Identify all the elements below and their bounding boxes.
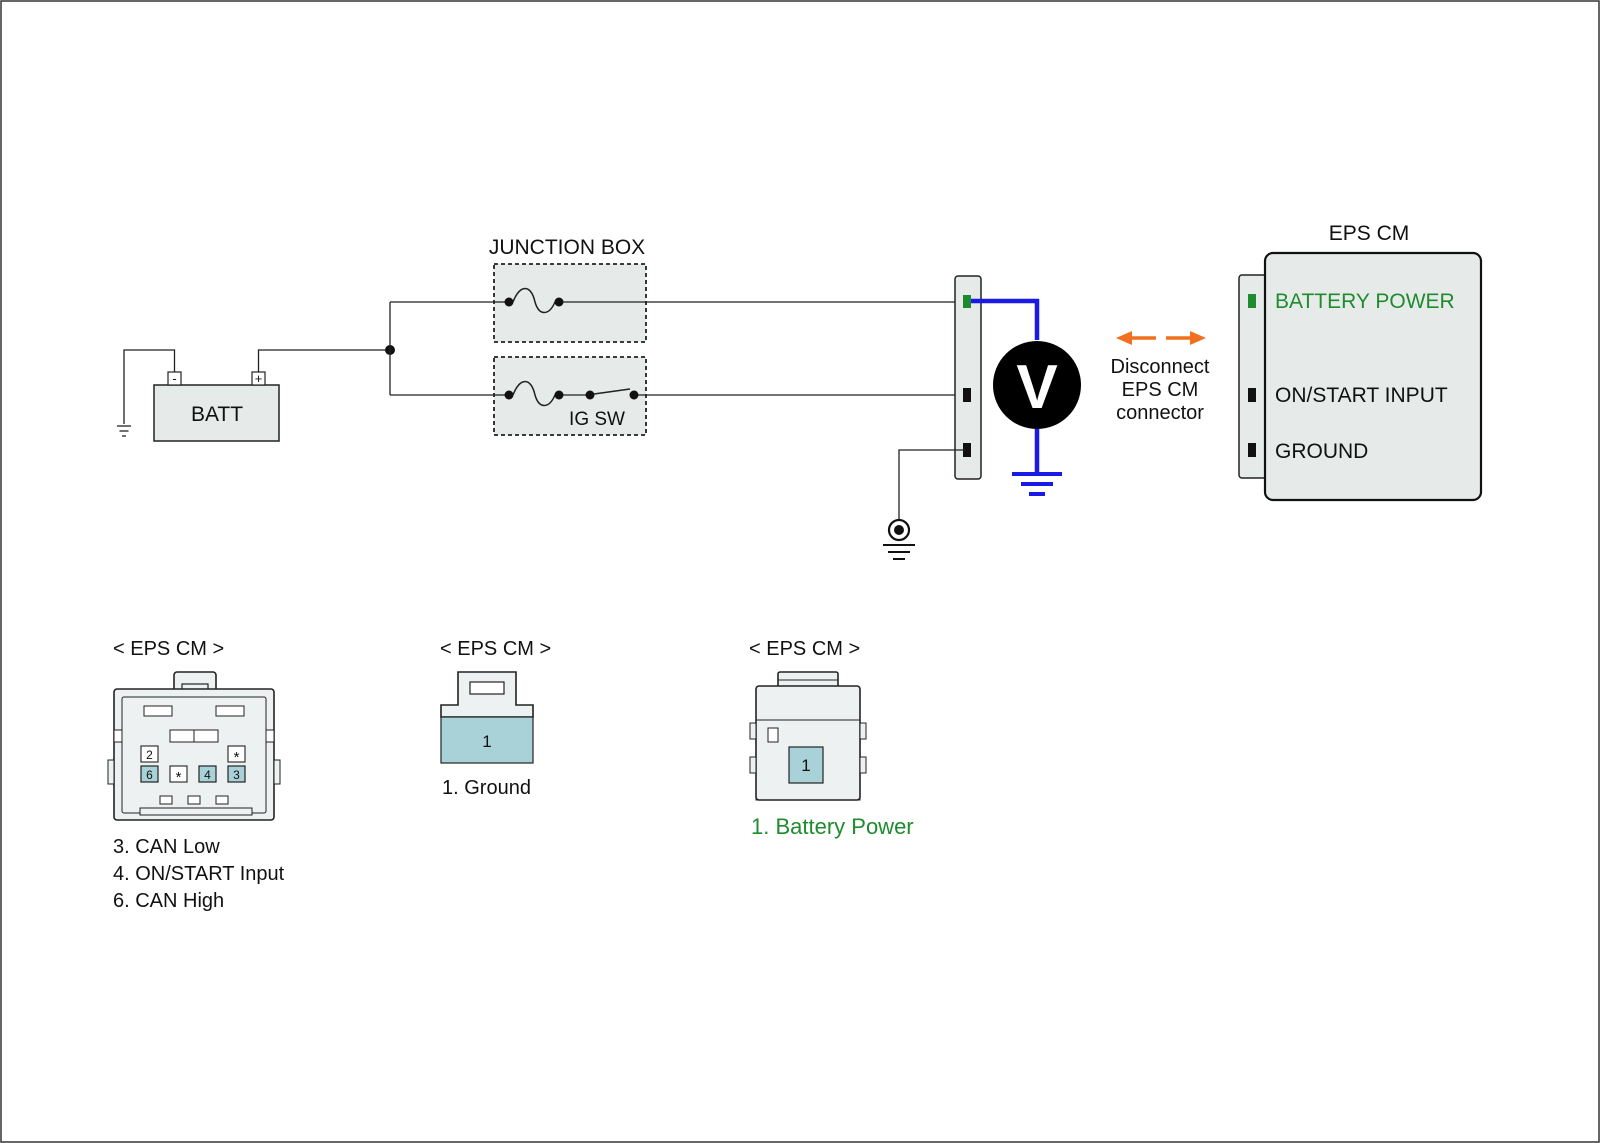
- pin-cavity: [140, 765, 159, 783]
- on-start-pin: [963, 388, 971, 402]
- connector-ground-face: 1: [440, 671, 534, 764]
- chassis-ground-icon: [117, 425, 131, 437]
- eps-cm-module: [1263, 251, 1483, 502]
- pin-cavity: [198, 765, 217, 783]
- connector-main-legend-2: 4. ON/START Input: [113, 863, 285, 885]
- connector-ground-legend: 1. Ground: [442, 777, 531, 799]
- module-ground-pin: [1248, 443, 1256, 457]
- pin-cavity: [788, 746, 824, 784]
- pin-cavity: [140, 745, 159, 763]
- ground-wire: [898, 449, 965, 523]
- battery-positive-wire: [257, 349, 390, 372]
- battery-negative-sign: -: [172, 371, 176, 386]
- module-battery-power-label: BATTERY POWER: [1275, 290, 1455, 313]
- connector-main-legend-3: 6. CAN High: [113, 890, 224, 912]
- body-ground-icon: [883, 518, 915, 560]
- ground-pin: [963, 443, 971, 457]
- fuse-icon: [494, 380, 564, 407]
- voltmeter-positive-lead: [971, 298, 1040, 340]
- harness-connector: [954, 275, 982, 480]
- pin-cavity: [169, 765, 188, 783]
- pin-number: 1: [801, 756, 810, 775]
- pin-number: *: [234, 749, 240, 766]
- connector-main-legend-1: 3. CAN Low: [113, 836, 220, 858]
- battery-ground-wire: [123, 349, 176, 424]
- module-on-start-label: ON/START INPUT: [1275, 384, 1448, 407]
- disconnect-text-line-3: connector: [1116, 402, 1204, 424]
- ignition-switch-icon: [585, 388, 639, 400]
- disconnect-text-line-2: EPS CM: [1122, 379, 1199, 401]
- connector-battery-face: 1: [749, 671, 867, 801]
- connector-main-face: 2 * 6 * 4 3: [107, 671, 281, 821]
- module-title: EPS CM: [1329, 222, 1410, 245]
- module-on-start-pin: [1248, 388, 1256, 402]
- voltmeter-label: V: [1016, 353, 1057, 422]
- ig-sw-label: IG SW: [569, 409, 625, 430]
- battery-power-pin: [963, 295, 971, 308]
- junction-box-lower: [493, 356, 647, 436]
- junction-box-label: JUNCTION BOX: [489, 236, 645, 259]
- voltmeter-icon: V: [993, 341, 1081, 429]
- pin-number: 2: [146, 748, 153, 762]
- battery-label: BATT: [191, 403, 243, 426]
- pin-number: 1: [482, 732, 491, 751]
- voltmeter-ground-icon: [1012, 472, 1062, 496]
- pin-number: *: [176, 769, 182, 786]
- connector-battery-title: < EPS CM >: [749, 638, 860, 660]
- connector-main-title: < EPS CM >: [113, 638, 224, 660]
- junction-box-upper: [493, 263, 647, 343]
- disconnect-arrow-icon: [1116, 331, 1206, 345]
- pin-number: 3: [233, 768, 240, 782]
- battery-positive-sign: +: [255, 371, 263, 386]
- pin-cavity: [227, 765, 246, 783]
- pin-cavity: [227, 745, 246, 763]
- pin-cavity: [440, 716, 534, 764]
- battery-body: [153, 384, 280, 442]
- disconnect-text-line-1: Disconnect: [1111, 356, 1210, 378]
- connector-battery-legend: 1. Battery Power: [751, 814, 914, 839]
- module-battery-pin: [1248, 294, 1256, 308]
- pin-number: 4: [204, 768, 211, 782]
- module-ground-label: GROUND: [1275, 440, 1368, 463]
- connector-ground-title: < EPS CM >: [440, 638, 551, 660]
- pin-number: 6: [146, 768, 153, 782]
- battery: - + BATT: [153, 371, 280, 442]
- fuse-icon: [494, 287, 564, 314]
